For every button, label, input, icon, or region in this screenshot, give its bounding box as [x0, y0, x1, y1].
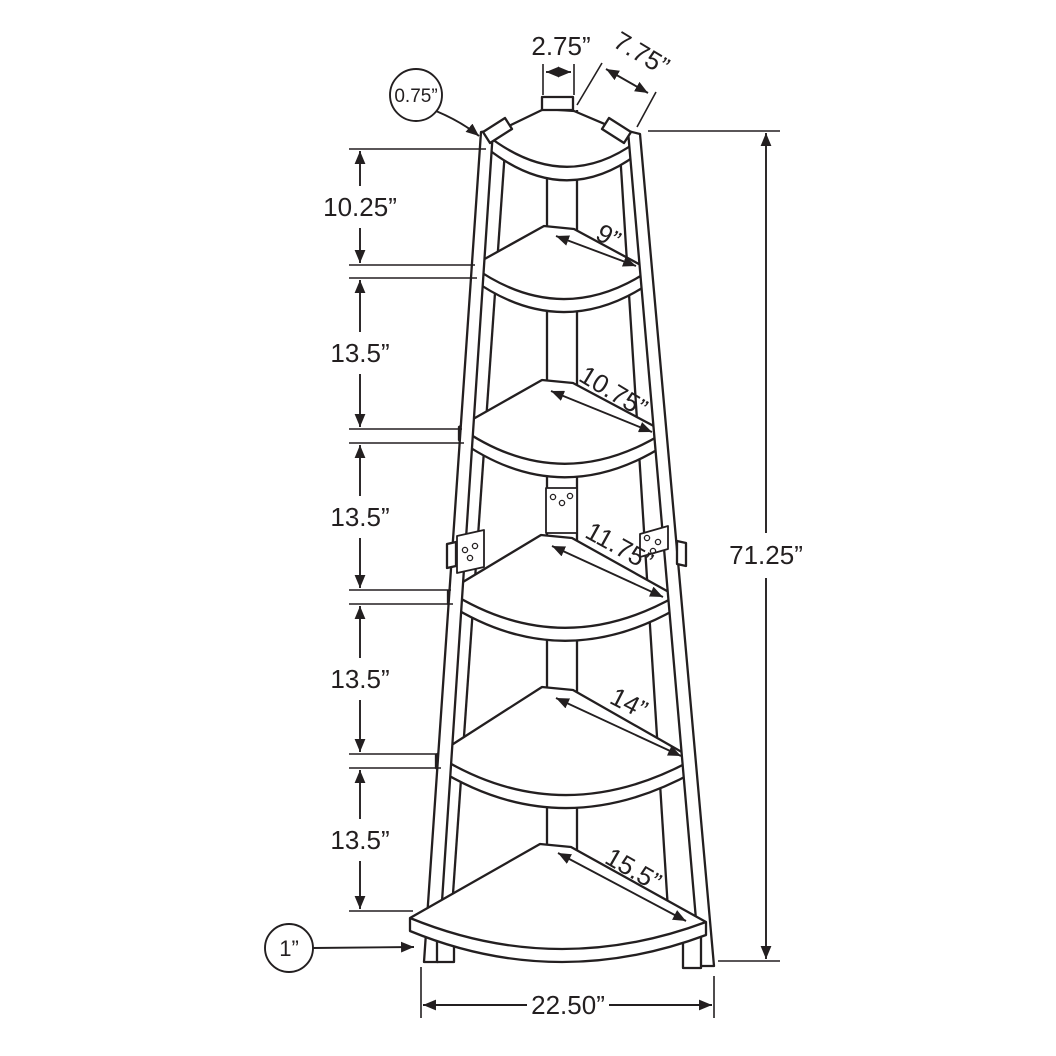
right-leg-tab — [600, 116, 633, 145]
total-height-dimension: 71.25” — [648, 130, 803, 962]
left-dimension-chain: 10.25” 13.5” 13.5” 13.5” 13.5” — [323, 151, 397, 909]
dim-label-spacing-1: 10.25” — [323, 192, 397, 222]
dim-label-total-height: 71.25” — [729, 540, 803, 570]
left-bracket — [456, 529, 485, 574]
foot-callout: 1” — [264, 923, 415, 973]
left-leg-notch — [445, 540, 458, 570]
dim-label-spacing-4: 13.5” — [330, 664, 389, 694]
dim-label-base-width: 22.50” — [531, 990, 605, 1020]
callout-label-leg-tab: 0.75” — [394, 86, 437, 107]
callout-circle-tab — [389, 68, 443, 122]
post-top-cap — [540, 95, 575, 112]
base-width-dimension: 22.50” — [420, 967, 715, 1020]
dim-label-spacing-3: 13.5” — [330, 502, 389, 532]
left-leg-tab — [481, 116, 514, 145]
dim-label-top-width: 2.75” — [531, 31, 590, 61]
right-leg-notch — [675, 539, 688, 568]
dim-label-spacing-2: 13.5” — [330, 338, 389, 368]
shelf-unit-drawing — [408, 95, 716, 970]
right-front-leg — [626, 129, 716, 968]
top-width-dimension: 2.75” — [531, 31, 591, 95]
left-extension-lines — [349, 148, 486, 912]
callout-label-foot: 1” — [279, 936, 299, 961]
leg-tab-callout: 0.75” — [389, 68, 480, 137]
center-bracket — [545, 487, 578, 534]
dim-label-spacing-5: 13.5” — [330, 825, 389, 855]
